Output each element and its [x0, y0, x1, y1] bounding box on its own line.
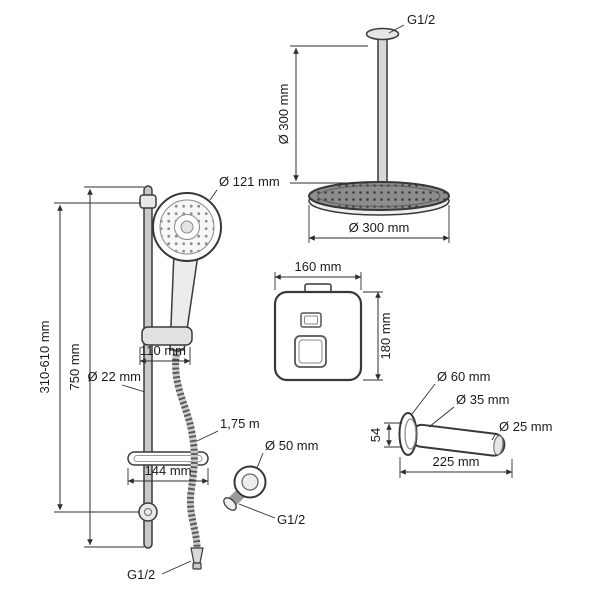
- wall-elbow: [223, 465, 267, 511]
- dim-adjustable-range: 310-610 mm: [37, 202, 141, 513]
- dim-spout-outlet-diameter: Ø 25 mm: [491, 419, 552, 441]
- hose-thread-label: G1/2: [127, 567, 155, 582]
- hose-fitting-cone: [190, 547, 204, 564]
- adjustable-range-label: 310-610 mm: [37, 321, 52, 394]
- rail-diameter-label: Ø 22 mm: [88, 369, 141, 384]
- soap-shelf-inner: [133, 455, 203, 462]
- shower-rail: [143, 185, 153, 549]
- drop-height-label: Ø 300 mm: [276, 84, 291, 145]
- dim-elbow-thread: G1/2: [238, 503, 305, 527]
- spout-outlet-face: [493, 435, 504, 456]
- mixer-unit: [273, 283, 363, 382]
- mixer-button-small-inner: [304, 315, 318, 325]
- leader-line: [491, 432, 497, 441]
- spout-pipe: [409, 423, 506, 457]
- leader-line: [196, 430, 219, 442]
- spout-flange-inner: [404, 418, 417, 450]
- hand-shower-assembly: [127, 185, 222, 570]
- spout-reach-label: 225 mm: [433, 454, 480, 469]
- dim-hand-head-diameter: Ø 121 mm: [209, 174, 280, 201]
- spout-outlet-diameter-label: Ø 25 mm: [499, 419, 552, 434]
- rain-head-face-ring: [317, 185, 441, 207]
- spout-body-diameter-label: Ø 35 mm: [456, 392, 509, 407]
- rain-head-diameter-label: Ø 300 mm: [349, 220, 410, 235]
- leader-line: [238, 503, 276, 519]
- ceiling-thread-label: G1/2: [407, 12, 435, 27]
- rail-length-label: 750 mm: [67, 344, 82, 391]
- mixer-width-label: 160 mm: [295, 259, 342, 274]
- holder-offset-label: 110 mm: [140, 343, 186, 358]
- hand-shower-center-cap: [180, 220, 194, 234]
- mixer-height-label: 180 mm: [378, 313, 393, 360]
- dim-mixer-width: 160 mm: [274, 259, 362, 290]
- shower-hose-body: [172, 349, 201, 549]
- dim-rail-length: 750 mm: [67, 186, 144, 548]
- dim-mixer-height: 180 mm: [363, 291, 393, 381]
- dim-spout-flange-diameter: Ø 60 mm: [411, 369, 490, 415]
- shelf-width-label: 144 mm: [145, 463, 192, 478]
- elbow-diameter-label: Ø 50 mm: [265, 438, 318, 453]
- leader-line: [209, 189, 218, 201]
- rail-top-bracket: [139, 194, 157, 209]
- rail-slider: [141, 326, 193, 346]
- dim-rail-diameter: Ø 22 mm: [88, 369, 146, 393]
- spout-height-label: 54: [368, 428, 383, 442]
- dim-shelf-width: 144 mm: [127, 463, 209, 485]
- spout-assembly: [398, 412, 506, 457]
- hose-length-label: 1,75 m: [220, 416, 260, 431]
- leader-line: [161, 560, 192, 575]
- dim-holder-offset: 110 mm: [139, 343, 191, 365]
- rail-bottom-bracket-detail: [144, 508, 152, 516]
- leader-line: [411, 383, 436, 415]
- mixer-plate-large: [294, 335, 327, 368]
- dim-spout-height: 54: [368, 422, 402, 448]
- elbow-thread-label: G1/2: [277, 512, 305, 527]
- dim-drop-height: Ø 300 mm: [276, 45, 368, 184]
- hose-fitting-nut: [192, 562, 202, 570]
- hand-head-diameter-label: Ø 121 mm: [219, 174, 280, 189]
- dim-spout-body-diameter: Ø 35 mm: [428, 392, 509, 428]
- rain-shower-head: [308, 181, 450, 211]
- leader-line: [428, 406, 455, 428]
- spout-flange-diameter-label: Ø 60 mm: [437, 369, 490, 384]
- leader-line: [121, 384, 146, 393]
- dim-hose-thread: G1/2: [127, 560, 192, 582]
- rail-bottom-bracket: [138, 502, 158, 522]
- dim-rain-head-diameter: Ø 300 mm: [308, 205, 450, 243]
- elbow-flange-inner: [241, 473, 259, 491]
- leader-line: [388, 24, 405, 34]
- spout-flange: [398, 412, 418, 456]
- leader-line: [256, 452, 264, 469]
- dim-hose-length: 1,75 m: [196, 416, 260, 442]
- ceiling-pipe: [377, 33, 388, 187]
- ceiling-flange: [365, 27, 400, 41]
- ceiling-shower-assembly: [308, 27, 450, 216]
- dim-ceiling-thread: G1/2: [388, 12, 435, 34]
- spout-pipe-group: [409, 423, 506, 457]
- dim-spout-reach: 225 mm: [399, 454, 513, 478]
- mixer-plate-large-inner: [298, 339, 323, 364]
- elbow-outlet-face: [223, 497, 237, 511]
- dim-elbow-diameter: Ø 50 mm: [256, 438, 318, 469]
